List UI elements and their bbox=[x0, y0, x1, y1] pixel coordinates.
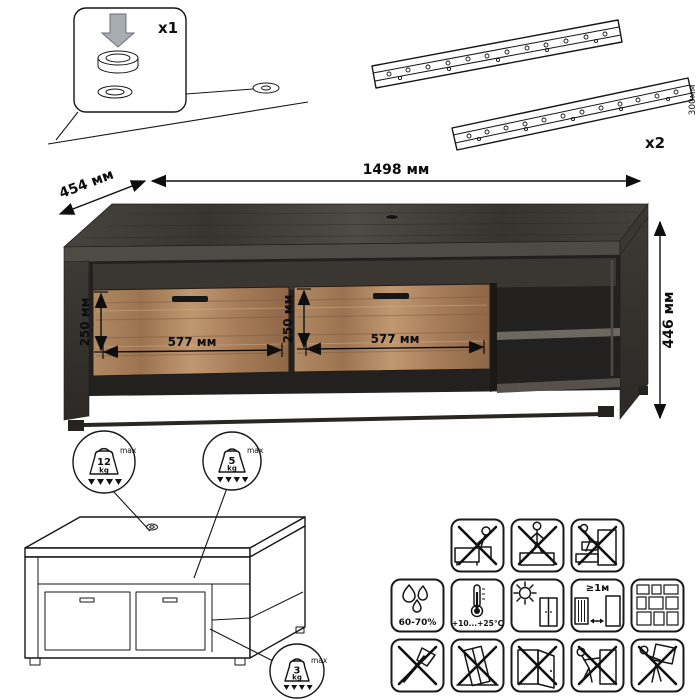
drawer2-width-line bbox=[305, 340, 485, 356]
top-load-unit: kg bbox=[99, 467, 109, 475]
rail-length-label: 300мм bbox=[688, 85, 698, 116]
press-down-arrow-icon bbox=[100, 13, 136, 48]
humidity-label: 60-70% bbox=[399, 618, 437, 628]
rail-holes bbox=[466, 89, 679, 142]
drawer-2 bbox=[293, 283, 491, 373]
down-arrows-icon bbox=[88, 479, 122, 485]
drawer-load-max: max bbox=[311, 656, 328, 665]
load-limit-diagram: 12 kg max 5 kg max 3 kg max bbox=[24, 430, 328, 699]
drawer1-width-line bbox=[102, 343, 283, 359]
drawer-1 bbox=[92, 286, 290, 377]
height-dim-label: 446 мм bbox=[661, 292, 677, 349]
width-dim-label: 1498 мм bbox=[363, 162, 430, 178]
outline-drawer-2 bbox=[135, 591, 206, 651]
no-sharp-tools-icon bbox=[390, 638, 445, 693]
drawer1-width-label: 577 мм bbox=[168, 335, 217, 349]
grommet-detail-callout: x1 bbox=[47, 7, 309, 145]
no-standing-icon bbox=[510, 518, 565, 573]
humidity-icon: 60-70% bbox=[390, 578, 445, 633]
no-carry-alone-icon bbox=[630, 638, 685, 693]
back-panel bbox=[93, 258, 616, 292]
drawer2-width-label: 577 мм bbox=[371, 332, 420, 346]
no-climbing-icon bbox=[570, 518, 625, 573]
outline-drawer-1 bbox=[44, 591, 131, 651]
drawer-load-value: 3 bbox=[294, 666, 301, 677]
detail-box bbox=[73, 7, 187, 113]
open-shelf-edge bbox=[497, 328, 620, 340]
temperature-icon: +10...+25°C bbox=[450, 578, 505, 633]
top-load-max: max bbox=[120, 446, 137, 455]
drawer-rail-2 bbox=[451, 77, 694, 151]
leader-line bbox=[185, 88, 254, 95]
care-pictograms: 60-70% +10...+25°C ≥1 bbox=[390, 518, 685, 693]
down-arrows-icon bbox=[217, 477, 249, 483]
cap-qty-label: x1 bbox=[158, 19, 178, 37]
base-bar bbox=[83, 412, 605, 427]
no-pushing-icon bbox=[570, 638, 625, 693]
load-limit-drawer-callout: 3 kg max bbox=[269, 643, 328, 699]
cable-grommet-part bbox=[97, 50, 139, 74]
depth-dim-label: 454 мм bbox=[57, 167, 116, 202]
tabletop-hole bbox=[252, 82, 280, 94]
no-sitting-icon bbox=[450, 518, 505, 573]
drawer2-height-label: 250 мм bbox=[281, 295, 295, 344]
drawer-rail-1 bbox=[371, 19, 623, 89]
shelf-load-unit: kg bbox=[227, 465, 237, 473]
right-foot bbox=[598, 406, 614, 417]
tabletop-edge-line bbox=[47, 101, 309, 145]
back-right-foot bbox=[638, 386, 648, 395]
heat-distance-icon: ≥1м bbox=[570, 578, 625, 633]
load-limit-top-callout: 12 kg max bbox=[72, 430, 137, 494]
rails-qty-label: x2 bbox=[645, 134, 665, 152]
shelf-load-max: max bbox=[247, 446, 264, 455]
grommet-ring-part bbox=[97, 85, 133, 99]
divider-panel bbox=[490, 283, 497, 392]
drawer1-height-label: 250 мм bbox=[78, 298, 92, 347]
drawer-rails-detail: x2 300мм bbox=[371, 19, 698, 152]
top-load-value: 12 bbox=[97, 457, 111, 468]
left-foot bbox=[68, 420, 84, 431]
temperature-label: +10...+25°C bbox=[452, 619, 504, 628]
rail-holes bbox=[386, 31, 608, 81]
cable-hole bbox=[385, 214, 399, 220]
no-door-lean-icon bbox=[510, 638, 565, 693]
depth-dim-line bbox=[58, 180, 147, 215]
fittings-layout-icon bbox=[630, 578, 685, 633]
leader-line bbox=[55, 111, 79, 141]
drawer-handle bbox=[373, 293, 409, 299]
min-distance-label: ≥1м bbox=[586, 583, 610, 594]
right-side-panel bbox=[619, 216, 649, 420]
drawer-load-unit: kg bbox=[292, 674, 302, 682]
open-bottom-edge bbox=[497, 378, 620, 393]
drawer-handle bbox=[172, 296, 208, 302]
no-tilting-icon bbox=[450, 638, 505, 693]
left-side-panel bbox=[63, 260, 90, 421]
tv-stand-render bbox=[62, 203, 649, 431]
tv-stand-outline bbox=[24, 516, 306, 666]
down-arrows-icon bbox=[283, 685, 313, 690]
avoid-sunlight-icon bbox=[510, 578, 565, 633]
load-limit-shelf-callout: 5 kg max bbox=[202, 431, 264, 491]
shelf-load-value: 5 bbox=[229, 456, 236, 467]
top-grain bbox=[85, 211, 639, 239]
